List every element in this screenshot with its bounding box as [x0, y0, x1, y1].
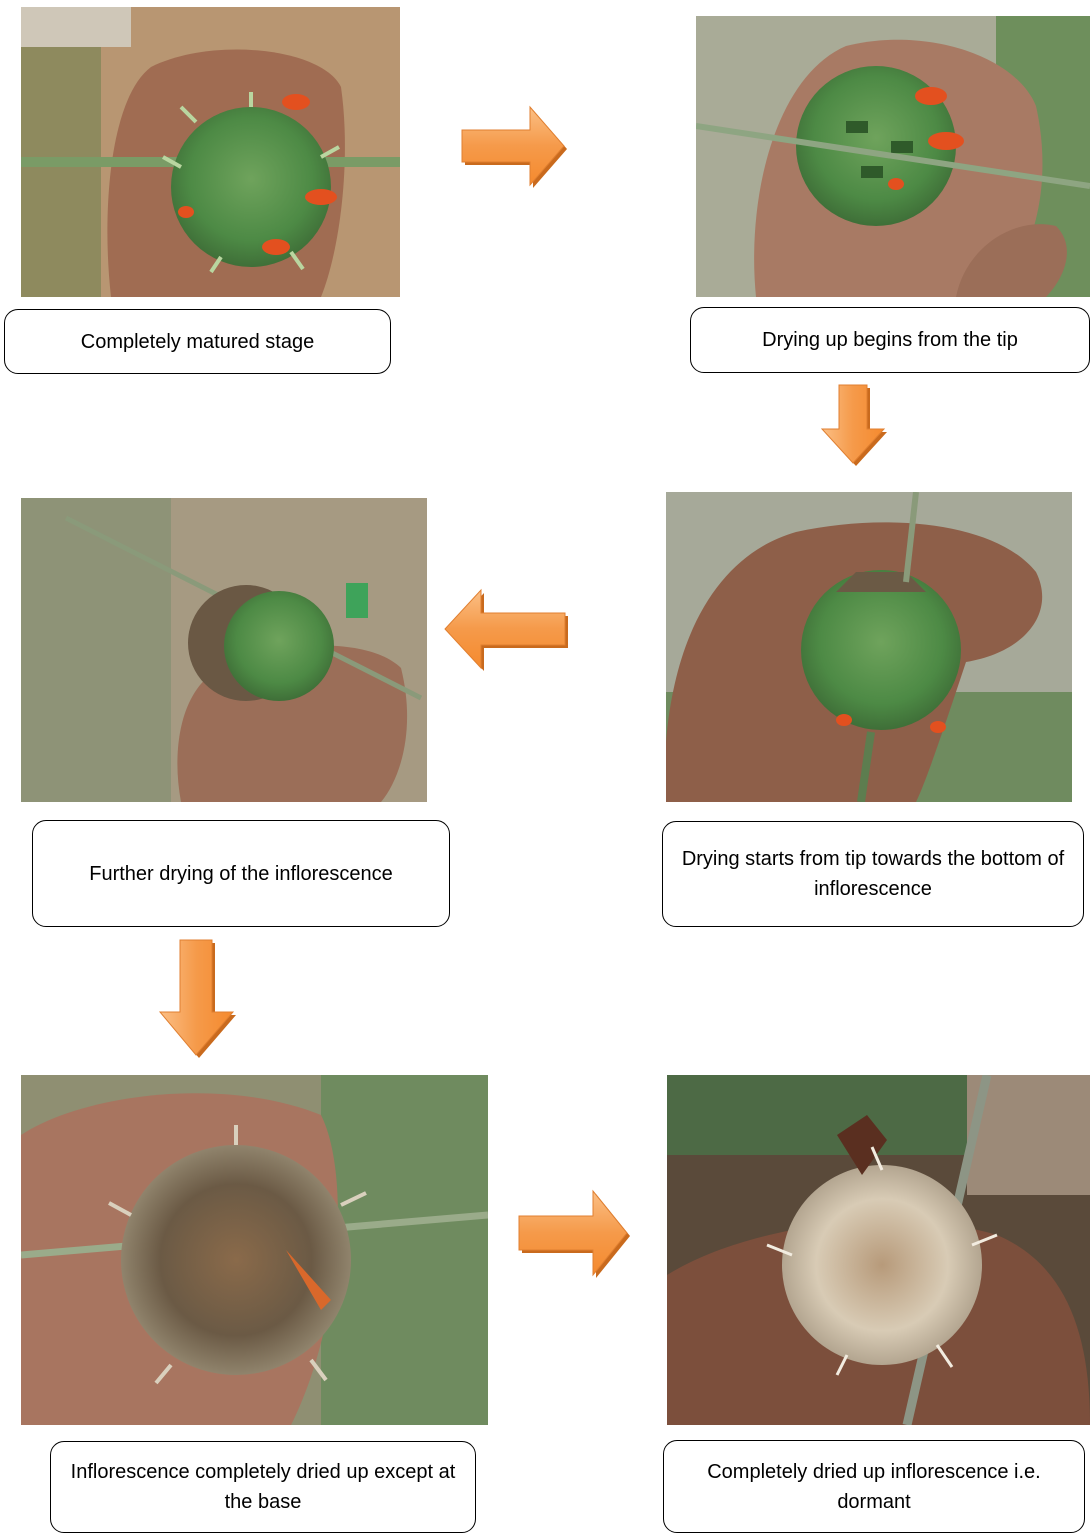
- arrow-right-stage5-to-stage6: [515, 1187, 631, 1279]
- photo-hand-inflorescence-mostly-dried: [21, 1075, 488, 1425]
- caption-stage-5: Inflorescence completely dried up except…: [50, 1441, 476, 1533]
- arrow-right-stage1-to-stage2: [458, 103, 568, 189]
- caption-stage-3: Drying starts from tip towards the botto…: [662, 821, 1084, 927]
- photo-hand-inflorescence-fully-dried-dormant: [667, 1075, 1090, 1425]
- arrow-down-stage4-to-stage5: [158, 938, 236, 1058]
- caption-text: Inflorescence completely dried up except…: [69, 1457, 457, 1517]
- photo-stage-4: [21, 498, 427, 802]
- caption-stage-4: Further drying of the inflorescence: [32, 820, 450, 927]
- photo-stage-6: [667, 1075, 1090, 1425]
- caption-stage-6: Completely dried up inflorescence i.e. d…: [663, 1440, 1085, 1533]
- photo-hand-green-spiny-inflorescence-orange-flowers: [21, 7, 400, 297]
- photo-hand-green-spiny-inflorescence-tip-drying: [696, 16, 1090, 297]
- caption-text: Further drying of the inflorescence: [89, 859, 393, 889]
- arrow-left-stage3-to-stage4: [441, 586, 569, 672]
- caption-text: Drying starts from tip towards the botto…: [681, 844, 1065, 904]
- photo-stage-1: [21, 7, 400, 297]
- caption-text: Drying up begins from the tip: [762, 325, 1018, 355]
- arrow-down-stage2-to-stage3: [820, 383, 886, 465]
- caption-text: Completely dried up inflorescence i.e. d…: [682, 1457, 1066, 1517]
- photo-stage-2: [696, 16, 1090, 297]
- caption-stage-2: Drying up begins from the tip: [690, 307, 1090, 373]
- photo-stage-3: [666, 492, 1072, 802]
- photo-hand-inflorescence-drying-tip-to-bottom: [666, 492, 1072, 802]
- photo-hand-inflorescence-half-dried: [21, 498, 427, 802]
- caption-text: Completely matured stage: [81, 327, 314, 357]
- photo-stage-5: [21, 1075, 488, 1425]
- caption-stage-1: Completely matured stage: [4, 309, 391, 374]
